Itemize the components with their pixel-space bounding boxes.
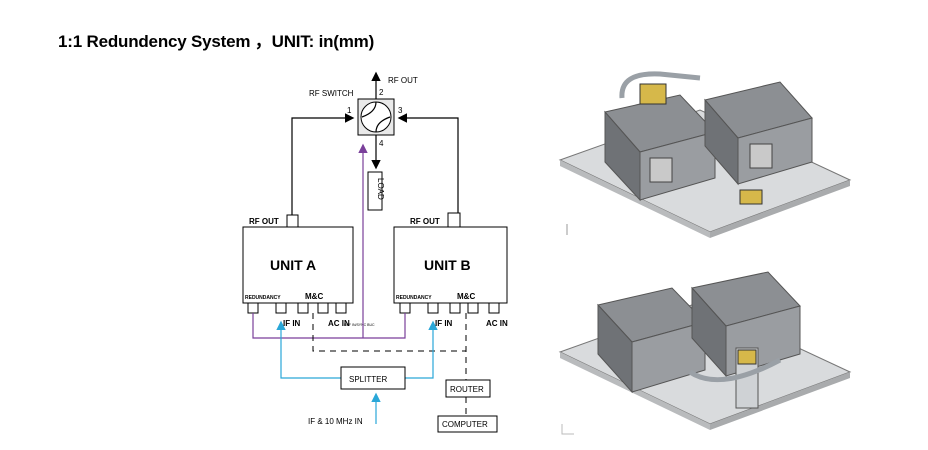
port-4-label: 4: [379, 139, 384, 148]
if-signal-link: [276, 320, 438, 424]
unit-b-redundancy-label: REDUNDANCY: [396, 295, 432, 301]
unit-b-name: UNIT B: [424, 257, 471, 273]
unit-a-if-in-label: IF IN: [283, 319, 301, 328]
unit-a-ac-in-label: AC IN: [328, 319, 350, 328]
load-label: LOAD: [376, 178, 385, 200]
unit-a: [242, 214, 354, 314]
unit-b-ac-in-label: AC IN: [486, 319, 508, 328]
splitter-label: SPLITTER: [349, 375, 387, 384]
port-3-label: 3: [398, 106, 403, 115]
load-box: [367, 171, 383, 211]
rf-switch: [357, 98, 395, 136]
rf-out-top-label: RF OUT: [388, 76, 418, 85]
unit-b: [393, 212, 508, 314]
router-box: [445, 379, 491, 398]
unit-b-rf-out-label: RF OUT: [410, 217, 440, 226]
unit-a-tiny-label: REF IN/SYNC BUC: [344, 323, 375, 327]
port-2-label: 2: [379, 88, 384, 97]
unit-b-if-in-label: IF IN: [435, 319, 453, 328]
rf-switch-label: RF SWITCH: [309, 89, 354, 98]
unit-a-rf-out-label: RF OUT: [249, 217, 279, 226]
render-mark: [561, 424, 574, 435]
port-1-label: 1: [347, 106, 352, 115]
system-render-bottom: [558, 271, 852, 430]
unit-a-redundancy-label: REDUNDANCY: [245, 295, 281, 301]
unit-b-mc-label: M&C: [457, 292, 475, 301]
unit-a-mc-label: M&C: [305, 292, 323, 301]
computer-box: [437, 415, 498, 433]
input-label: IF & 10 MHz IN: [308, 417, 363, 426]
unit-a-name: UNIT A: [270, 257, 316, 273]
redundancy-link: [252, 143, 406, 339]
mc-network-link: [312, 313, 467, 416]
unit-b-rf-line: [397, 113, 459, 213]
page-title: 1:1 Redundency System ，UNIT: in(mm): [58, 32, 375, 51]
router-label: ROUTER: [450, 385, 484, 394]
computer-label: COMPUTER: [442, 420, 488, 429]
system-render-top: [558, 71, 852, 238]
splitter-box: [340, 366, 406, 390]
unit-a-rf-line: [291, 113, 355, 215]
